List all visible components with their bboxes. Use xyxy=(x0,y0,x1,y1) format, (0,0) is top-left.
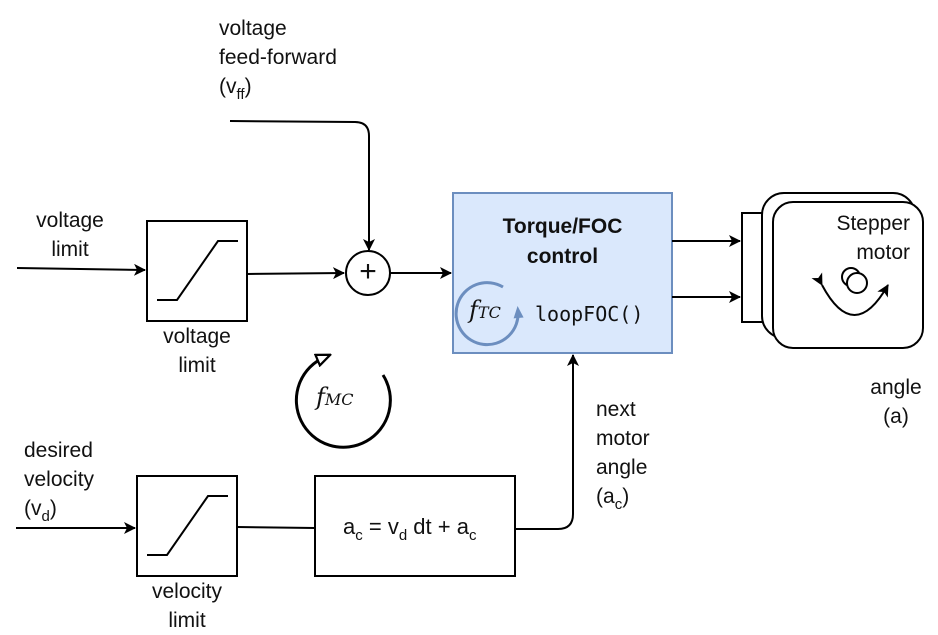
label-line: velocity xyxy=(24,468,95,491)
foc-title: Torque/FOC control xyxy=(453,212,672,272)
velocity-limiter-label: velocity limit xyxy=(137,577,237,635)
voltage-limit-input-arrow xyxy=(16,263,146,276)
motor-label: Stepper motor xyxy=(826,209,910,267)
label-line: motor xyxy=(596,427,650,450)
mc-loop-icon xyxy=(294,357,392,449)
label-line: limit xyxy=(168,609,206,632)
label-line: voltage xyxy=(36,209,104,232)
math-f: f xyxy=(316,383,325,411)
math-f: f xyxy=(469,296,478,324)
motor-shaft-front xyxy=(846,272,868,294)
label-line: feed-forward xyxy=(219,46,337,69)
subscript: d xyxy=(41,508,50,525)
label-line: voltage xyxy=(163,325,231,348)
label-text: (v xyxy=(219,75,237,98)
label-line: angle xyxy=(596,456,648,479)
subscript: c xyxy=(614,496,623,513)
plus-sign: + xyxy=(359,255,377,288)
label-line: limit xyxy=(51,238,89,261)
integrator-equation: ac = vd dt + ac xyxy=(343,512,476,550)
label-text: ) xyxy=(622,485,630,508)
title-line: Torque/FOC xyxy=(502,215,623,238)
tc-loop-icon xyxy=(454,281,524,347)
label-text: (v xyxy=(24,497,42,520)
subscript: c xyxy=(355,527,363,544)
foc-control-block xyxy=(452,192,673,354)
label-line: desired xyxy=(24,439,93,462)
label-text: ) xyxy=(244,75,252,98)
voltage-feedforward-label: voltage feed-forward (vff) xyxy=(219,14,337,109)
subscript: d xyxy=(398,527,408,544)
subscript: c xyxy=(468,527,477,544)
loopfoc-function: loopFOC() xyxy=(535,302,644,326)
saturation-icon xyxy=(157,240,238,301)
label-line: (vd) xyxy=(24,494,94,531)
subscript: TC xyxy=(477,303,501,322)
mc-loop-label: fMC xyxy=(316,383,354,411)
label-line: next xyxy=(596,398,636,421)
saturation-icon xyxy=(147,495,228,556)
label-line: angle xyxy=(870,376,922,399)
label-line: Stepper xyxy=(836,212,910,235)
integrator-block xyxy=(314,475,516,577)
title-line: control xyxy=(526,245,599,268)
rotation-arrows-icon xyxy=(811,272,889,316)
eq-text: a xyxy=(343,514,356,539)
subscript: ff xyxy=(236,86,245,103)
angle-output-label: angle (a) xyxy=(856,373,936,431)
limiter-to-summer-arrow xyxy=(246,267,345,280)
label-line: velocity xyxy=(151,580,223,603)
label-text: (a xyxy=(596,485,615,508)
feedforward-connector xyxy=(229,120,375,251)
voltage-limiter-label: voltage limit xyxy=(147,322,247,380)
label-line: (ac) xyxy=(596,482,650,519)
label-line: (vff) xyxy=(219,72,337,109)
next-angle-label: next motor angle (ac) xyxy=(596,395,650,519)
label-line: limit xyxy=(178,354,216,377)
subscript: MC xyxy=(324,390,354,409)
eq-text: dt + a xyxy=(407,514,469,539)
limiter-to-integrator-line xyxy=(236,526,316,529)
desired-velocity-label: desired velocity (vd) xyxy=(24,436,94,531)
label-text: ) xyxy=(49,497,57,520)
eq-text: = v xyxy=(362,514,399,539)
label-line: voltage xyxy=(219,17,287,40)
label-line: motor xyxy=(856,241,910,264)
next-angle-connector xyxy=(515,354,579,530)
tc-loop-label: fTC xyxy=(469,296,501,324)
label-line: (a) xyxy=(883,405,909,428)
voltage-limit-input-label: voltage limit xyxy=(20,206,120,264)
